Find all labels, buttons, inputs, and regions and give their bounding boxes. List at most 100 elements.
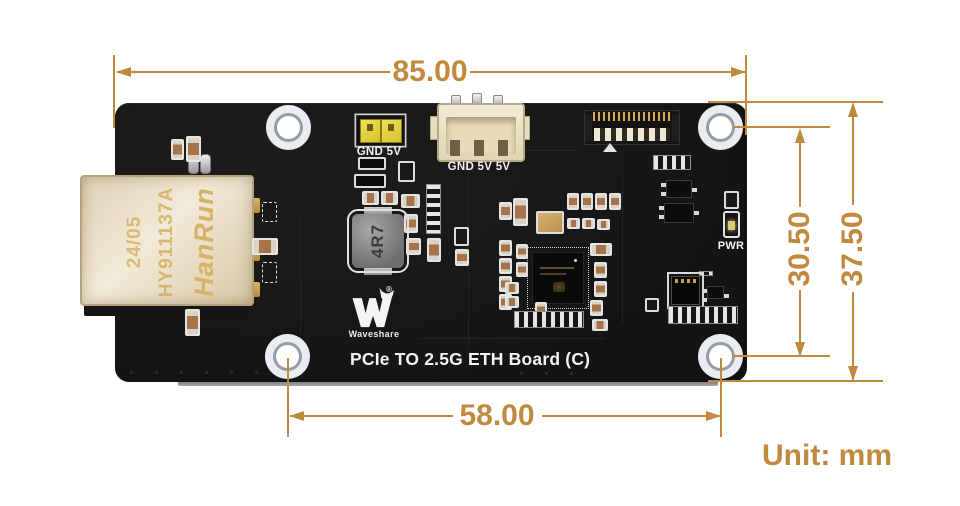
arrowhead-left xyxy=(116,67,131,77)
capacitor xyxy=(252,238,278,255)
pad-marks xyxy=(699,271,713,276)
arrowhead-right xyxy=(731,67,746,77)
waveshare-logo-icon xyxy=(352,287,394,328)
capacitor xyxy=(381,191,398,205)
via-dot xyxy=(545,372,548,375)
transistor xyxy=(659,203,699,223)
extension-line xyxy=(720,358,722,437)
capacitor xyxy=(401,194,420,208)
footprint xyxy=(724,191,739,209)
extension-line xyxy=(734,126,830,128)
capacitor xyxy=(499,240,512,256)
arrowhead-right xyxy=(706,411,721,421)
capacitor xyxy=(406,238,421,255)
rj45-markings: 24/05 HY911137A HanRun xyxy=(120,180,224,304)
capacitor xyxy=(505,282,519,294)
diode xyxy=(358,157,386,170)
dimension-line xyxy=(117,71,390,73)
inductor-pad xyxy=(364,207,392,215)
capacitor xyxy=(513,198,528,226)
rj45-model: HY911137A xyxy=(156,186,177,298)
jst-slot xyxy=(450,140,460,156)
chip-marking-line xyxy=(540,267,574,269)
dimension-line xyxy=(542,415,720,417)
jst-label: GND 5V 5V xyxy=(447,161,511,173)
jumper-cell xyxy=(360,119,381,143)
capacitor xyxy=(516,262,528,277)
extension-line xyxy=(734,355,830,357)
inductor-marking: 4R7 xyxy=(368,223,387,259)
chip-logo xyxy=(553,282,565,292)
ethernet-controller-chip xyxy=(527,247,589,309)
registered-mark: ® xyxy=(386,285,392,294)
footprint xyxy=(262,202,277,222)
transistor xyxy=(661,180,697,198)
footprint xyxy=(454,227,469,246)
capacitor xyxy=(362,191,379,205)
via-dot xyxy=(130,371,133,374)
dimension-line xyxy=(852,292,854,380)
capacitor xyxy=(592,319,608,331)
transistor xyxy=(702,286,729,299)
arrowhead-down xyxy=(848,366,858,381)
waveshare-logo-text: Waveshare xyxy=(348,329,400,339)
capacitor xyxy=(590,300,603,316)
capacitor xyxy=(594,262,607,278)
arrowhead-up xyxy=(848,102,858,117)
jst-slot xyxy=(498,140,508,156)
capacitor xyxy=(590,243,612,256)
capacitor xyxy=(499,258,512,274)
crystal-oscillator xyxy=(536,211,564,234)
capacitor xyxy=(499,202,512,220)
extension-line xyxy=(745,55,747,135)
pcb-trace xyxy=(622,175,623,325)
dimension-value-37-5: 37.50 xyxy=(836,211,869,287)
power-jumper-block xyxy=(356,115,405,146)
power-led-label: PWR xyxy=(717,240,745,252)
capacitor xyxy=(186,136,201,162)
resistor-row xyxy=(514,311,584,328)
power-led xyxy=(723,211,740,238)
resistor xyxy=(582,218,595,229)
dimension-line xyxy=(470,71,746,73)
inductor-pad xyxy=(364,267,392,275)
ffc-pads xyxy=(594,128,670,141)
pcb-trace xyxy=(420,338,605,339)
extension-line xyxy=(113,55,115,128)
capacitor xyxy=(581,193,593,210)
capacitor xyxy=(427,238,441,262)
capacitor xyxy=(185,309,200,336)
via-dot xyxy=(230,371,233,374)
extension-line xyxy=(708,380,883,382)
power-inductor: 4R7 xyxy=(347,209,409,273)
ffc-pcie-connector xyxy=(584,110,680,145)
capacitor xyxy=(505,296,519,308)
board-title: PCIe TO 2.5G ETH Board (C) xyxy=(350,349,591,369)
via-dot xyxy=(205,371,208,374)
via-dot xyxy=(180,371,183,374)
arrowhead-left xyxy=(289,411,304,421)
via-dot xyxy=(255,371,258,374)
chip-marking-line xyxy=(540,273,566,275)
dimension-value-58: 58.00 xyxy=(459,399,535,432)
dimension-line xyxy=(852,105,854,205)
arrowhead-down xyxy=(795,342,805,357)
capacitor xyxy=(567,193,579,210)
extension-line xyxy=(287,358,289,437)
via-dot xyxy=(155,371,158,374)
jst-power-connector xyxy=(437,103,525,162)
capacitor xyxy=(595,193,607,210)
dimension-line xyxy=(799,290,801,356)
resistor-row xyxy=(668,306,738,324)
dimension-value-30-5: 30.50 xyxy=(783,211,816,287)
rj45-date-code: 24/05 xyxy=(124,215,145,269)
capacitor xyxy=(516,244,528,259)
jumper-label: GND 5V xyxy=(356,146,402,158)
chip-pin1-dot xyxy=(574,259,577,262)
mounting-hole-top-left xyxy=(266,105,311,150)
flash-chip xyxy=(667,272,704,309)
pcb-trace xyxy=(300,215,301,335)
pcb-side-edge xyxy=(178,379,718,386)
dimension-value-85: 85.00 xyxy=(392,55,468,88)
extension-line xyxy=(708,101,883,103)
